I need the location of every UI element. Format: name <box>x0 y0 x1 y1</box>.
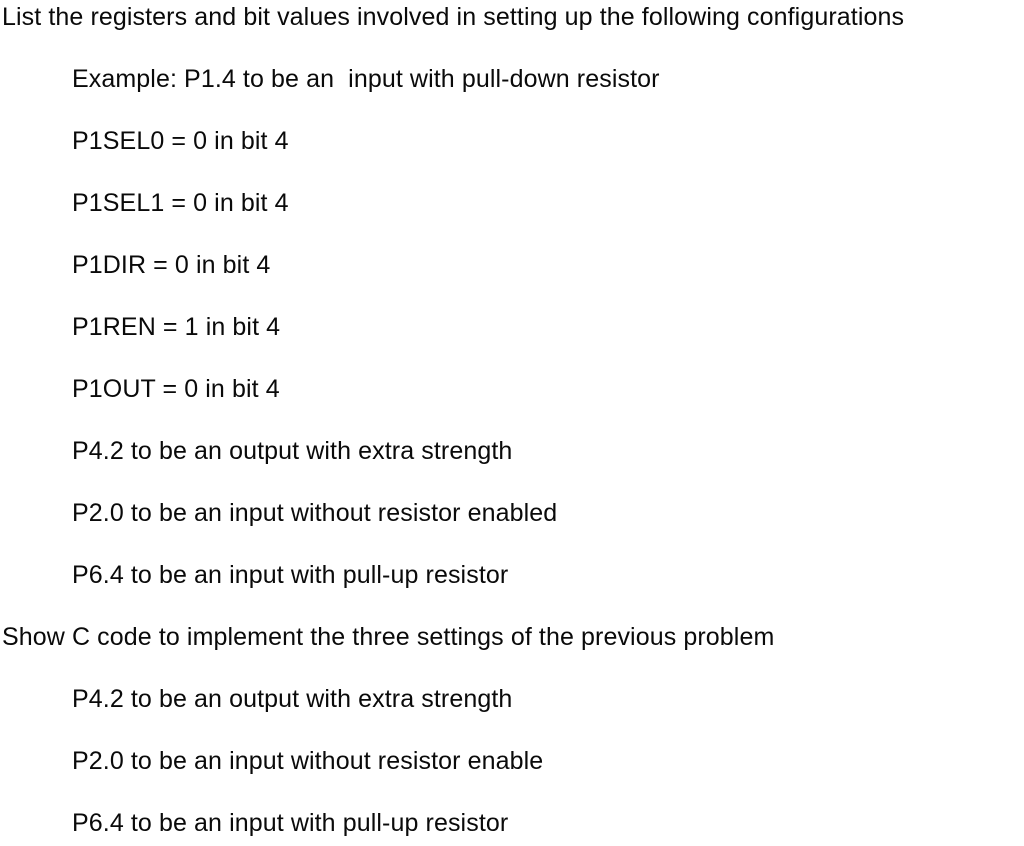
config-item-p6-4: P6.4 to be an input with pull-up resisto… <box>72 561 509 589</box>
code-item-p6-4: P6.4 to be an input with pull-up resisto… <box>72 809 509 837</box>
question-2-prompt: Show C code to implement the three setti… <box>2 623 775 651</box>
register-setting-p1out: P1OUT = 0 in bit 4 <box>72 375 280 403</box>
code-item-p2-0: P2.0 to be an input without resistor ena… <box>72 747 544 775</box>
question-1-prompt: List the registers and bit values involv… <box>2 3 905 31</box>
register-setting-p1ren: P1REN = 1 in bit 4 <box>72 313 281 341</box>
register-setting-p1dir: P1DIR = 0 in bit 4 <box>72 251 271 279</box>
register-setting-p1sel1: P1SEL1 = 0 in bit 4 <box>72 189 289 217</box>
config-item-p4-2: P4.2 to be an output with extra strength <box>72 437 513 465</box>
code-item-p4-2: P4.2 to be an output with extra strength <box>72 685 513 713</box>
example-line: Example: P1.4 to be an input with pull-d… <box>72 65 660 93</box>
register-setting-p1sel0: P1SEL0 = 0 in bit 4 <box>72 127 289 155</box>
config-item-p2-0: P2.0 to be an input without resistor ena… <box>72 499 558 527</box>
